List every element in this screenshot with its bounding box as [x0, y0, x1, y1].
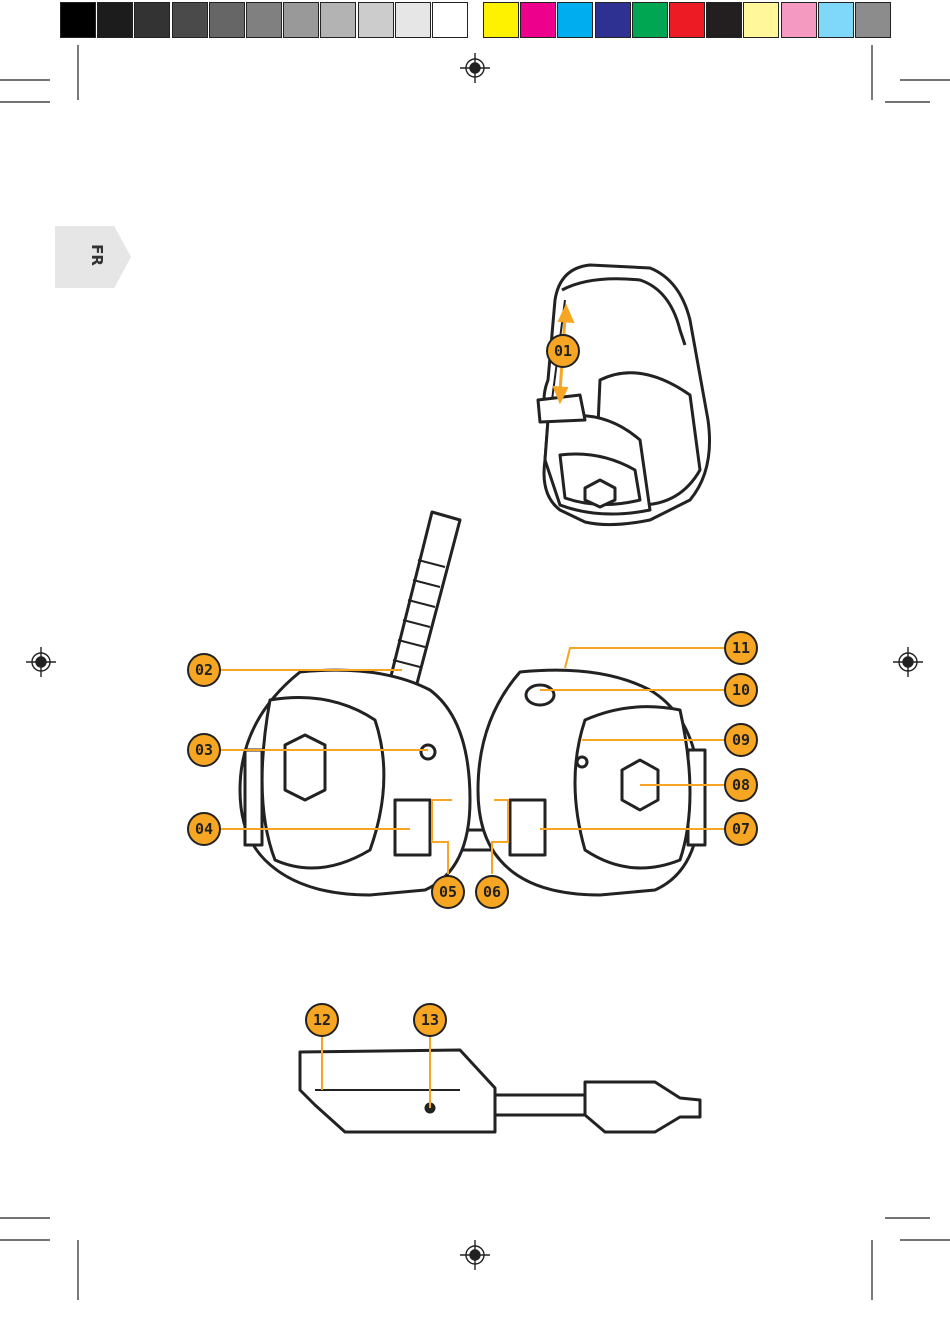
- callout-11: 11: [724, 631, 758, 665]
- callout-05: 05: [431, 875, 465, 909]
- callout-10: 10: [724, 673, 758, 707]
- callout-03: 03: [187, 733, 221, 767]
- usb-dongle-illustration: [300, 1050, 700, 1132]
- headset-front-illustration: [240, 512, 705, 895]
- callout-09: 09: [724, 723, 758, 757]
- callout-08: 08: [724, 768, 758, 802]
- callout-13: 13: [413, 1003, 447, 1037]
- callout-02: 02: [187, 653, 221, 687]
- callout-07: 07: [724, 812, 758, 846]
- callout-04: 04: [187, 812, 221, 846]
- callout-06: 06: [475, 875, 509, 909]
- callout-12: 12: [305, 1003, 339, 1037]
- callout-01: 01: [546, 334, 580, 368]
